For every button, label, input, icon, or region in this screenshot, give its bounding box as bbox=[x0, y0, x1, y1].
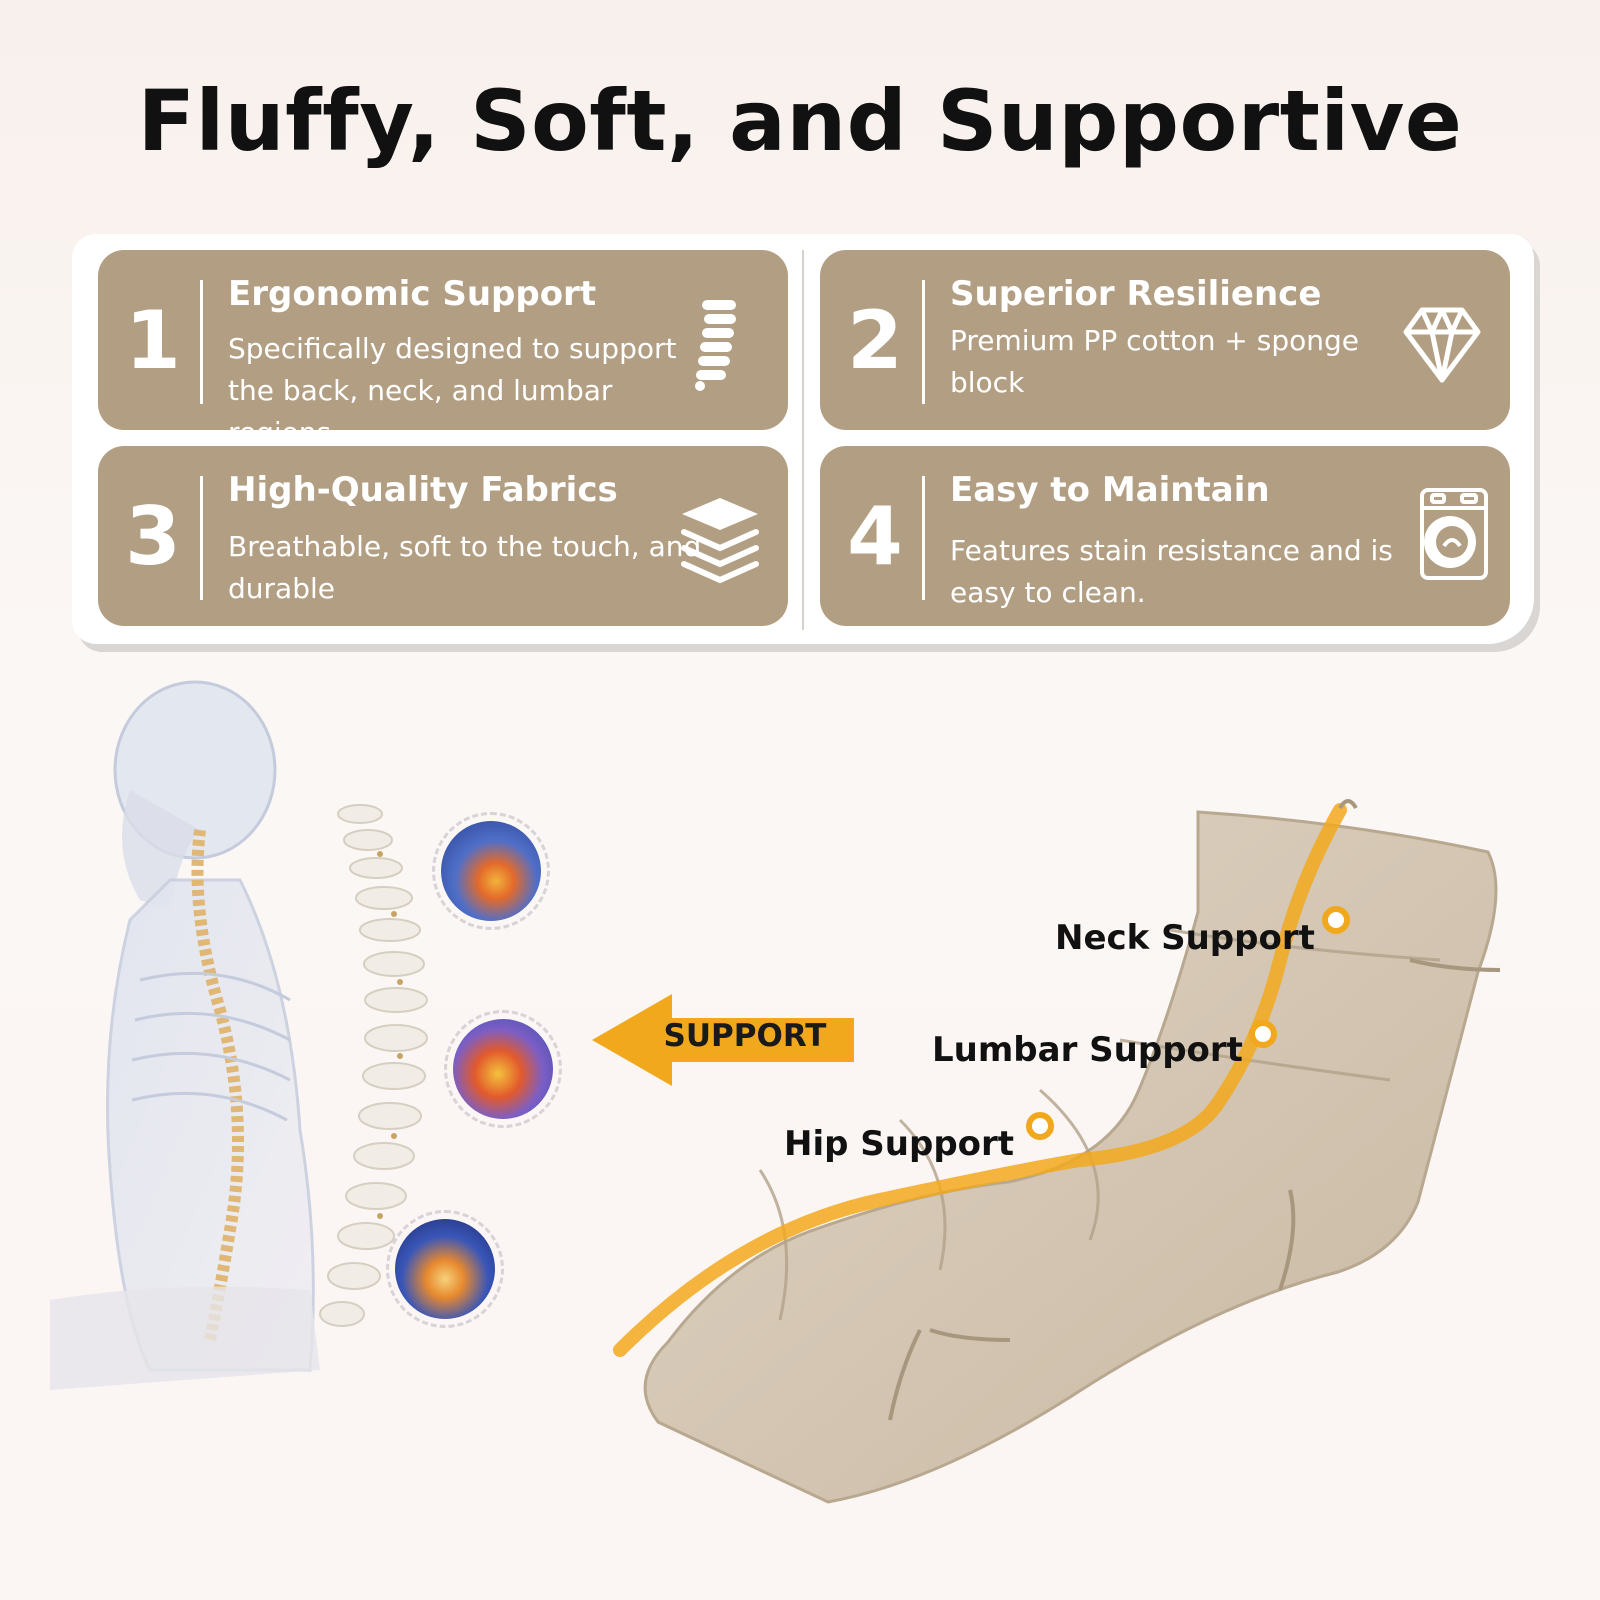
feature-card-resilience: 2 Superior Resilience Premium PP cotton … bbox=[820, 250, 1510, 430]
feature-number: 3 bbox=[125, 489, 181, 583]
feature-description: Premium PP cotton + sponge block bbox=[950, 324, 1360, 399]
diamond-icon bbox=[1403, 307, 1481, 383]
feature-title: Ergonomic Support bbox=[228, 274, 597, 314]
lounger-cushion bbox=[613, 799, 1501, 1504]
support-arrow bbox=[592, 994, 854, 1086]
feature-title: Superior Resilience bbox=[950, 274, 1322, 314]
support-arrow-label: SUPPORT bbox=[663, 1018, 827, 1054]
spine-icon bbox=[695, 300, 736, 391]
feature-description: Specifically designed to support the bac… bbox=[228, 332, 677, 449]
feature-number: 1 bbox=[125, 293, 181, 387]
hip-support-label: Hip Support bbox=[784, 1124, 1015, 1164]
card-divider bbox=[922, 280, 925, 404]
layers-icon bbox=[681, 498, 759, 583]
card-divider bbox=[922, 476, 925, 600]
neck-support-label: Neck Support bbox=[1055, 918, 1315, 958]
feature-title: Easy to Maintain bbox=[950, 470, 1270, 510]
card-divider bbox=[200, 280, 203, 404]
neck-detail-circle bbox=[432, 812, 550, 930]
headline: Fluffy, Soft, and Supportive bbox=[137, 72, 1463, 170]
back-detail-circle bbox=[444, 1010, 562, 1128]
anatomy-figure bbox=[50, 680, 320, 1390]
lumbar-support-label: Lumbar Support bbox=[932, 1030, 1243, 1070]
feature-number: 4 bbox=[847, 489, 903, 583]
feature-card-maintain: 4 Easy to Maintain Features stain resist… bbox=[820, 446, 1510, 626]
feature-card-fabrics: 3 High-Quality Fabrics Breathable, soft … bbox=[98, 446, 788, 626]
feature-card-ergonomic: 1 Ergonomic Support Specifically designe… bbox=[98, 250, 788, 449]
panel-divider bbox=[802, 250, 804, 630]
feature-title: High-Quality Fabrics bbox=[228, 470, 618, 510]
feature-number: 2 bbox=[847, 293, 903, 387]
spine-illustration bbox=[319, 804, 428, 1327]
feature-description: Features stain resistance and is easy to… bbox=[950, 534, 1393, 609]
washing-machine-icon bbox=[1420, 488, 1488, 580]
card-divider bbox=[200, 476, 203, 600]
hip-detail-circle bbox=[386, 1210, 504, 1328]
feature-description: Breathable, soft to the touch, and durab… bbox=[228, 530, 702, 605]
